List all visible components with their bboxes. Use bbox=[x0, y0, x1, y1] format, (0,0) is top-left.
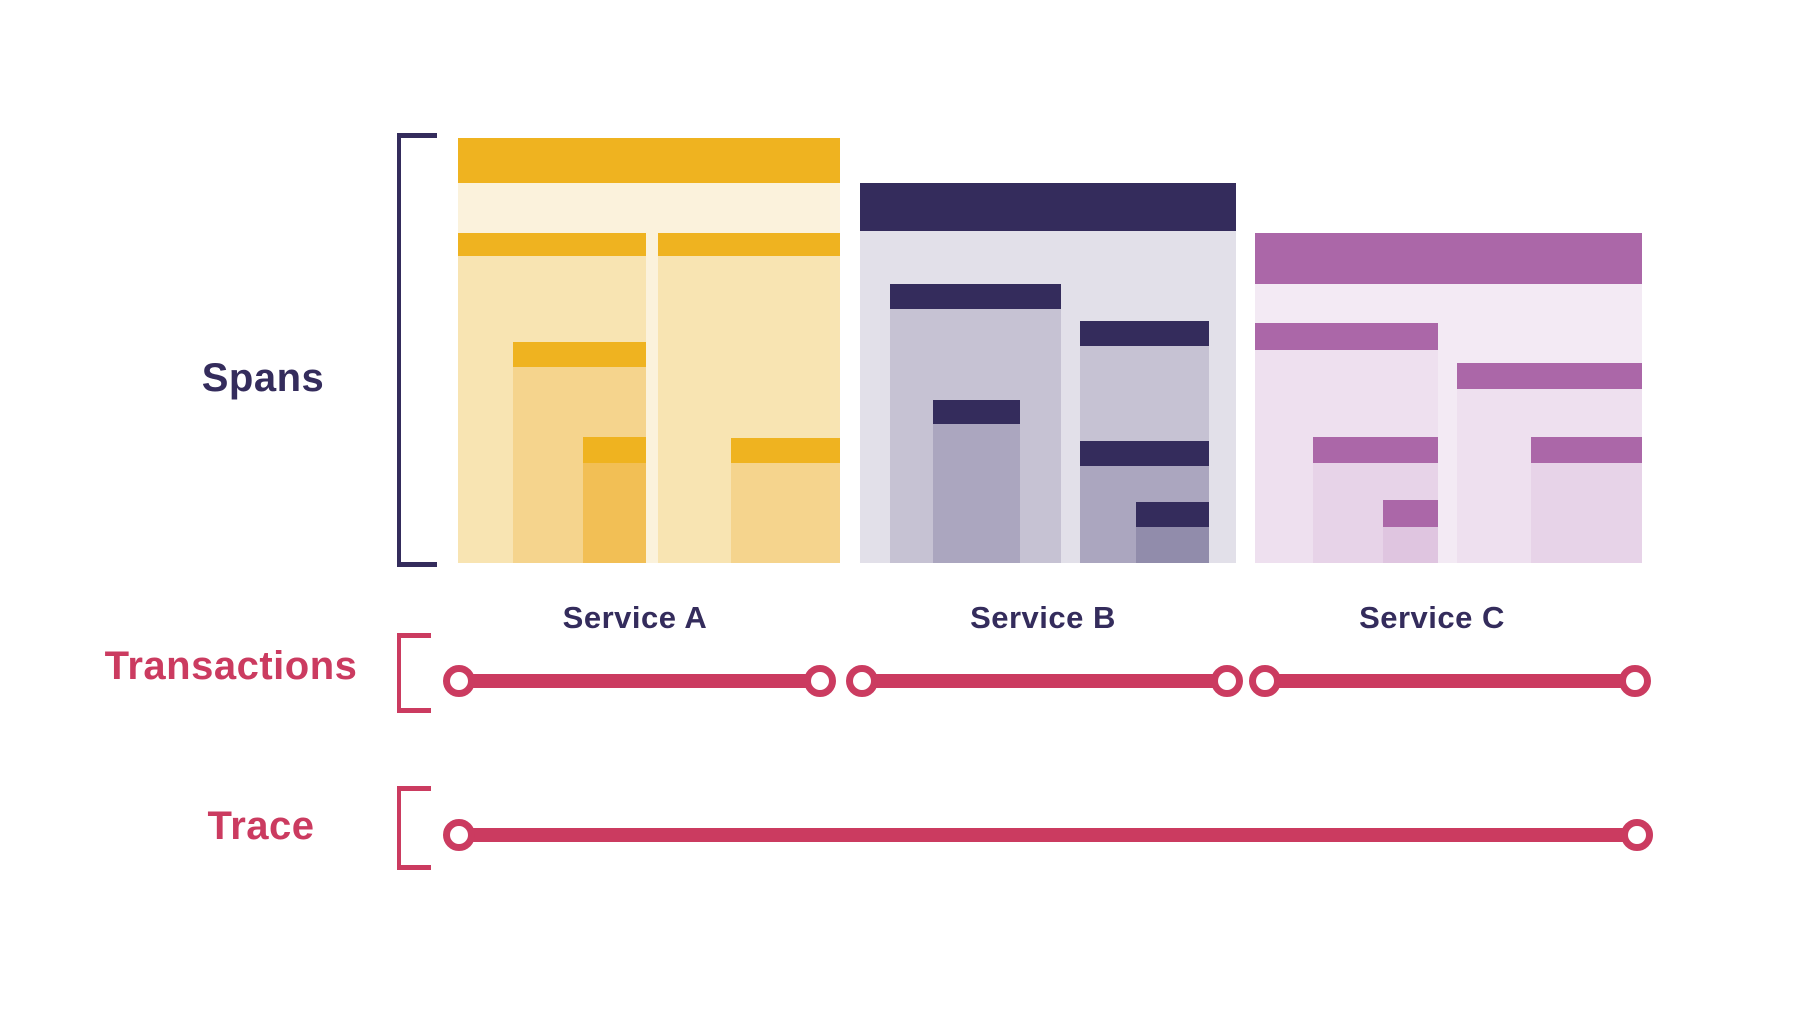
span-header bbox=[1136, 502, 1209, 527]
span-header bbox=[890, 284, 1061, 309]
span-header bbox=[1313, 437, 1438, 463]
transaction-a-start-dot bbox=[443, 665, 475, 697]
span-bar-great-grandchild bbox=[583, 437, 646, 563]
span-header bbox=[1255, 323, 1438, 350]
transaction-line-service-c bbox=[1265, 674, 1635, 688]
trace-bracket bbox=[397, 786, 431, 870]
span-header bbox=[1383, 500, 1438, 527]
span-header bbox=[731, 438, 840, 463]
transaction-line-service-a bbox=[459, 674, 820, 688]
span-header bbox=[658, 233, 840, 256]
transactions-bracket bbox=[397, 633, 431, 713]
span-body bbox=[731, 463, 840, 563]
span-bar-grandchild bbox=[933, 400, 1020, 563]
service-b-span-block bbox=[860, 183, 1236, 563]
transaction-c-end-dot bbox=[1619, 665, 1651, 697]
trace-start-dot bbox=[443, 819, 475, 851]
spans-bracket bbox=[397, 133, 437, 567]
span-bar-grandchild bbox=[731, 438, 840, 563]
span-header bbox=[1531, 437, 1642, 463]
span-bar-great-grandchild bbox=[1136, 502, 1209, 563]
trace-line bbox=[459, 828, 1637, 842]
transaction-line-service-b bbox=[862, 674, 1227, 688]
span-header bbox=[583, 437, 646, 463]
transaction-b-start-dot bbox=[846, 665, 878, 697]
trace-end-dot bbox=[1621, 819, 1653, 851]
span-header bbox=[1080, 321, 1209, 346]
span-header bbox=[458, 138, 840, 183]
span-body bbox=[583, 463, 646, 563]
transaction-a-end-dot bbox=[804, 665, 836, 697]
span-bar-grandchild bbox=[1531, 437, 1642, 563]
span-bar-great-grandchild bbox=[1383, 500, 1438, 563]
service-a-label: Service A bbox=[562, 600, 708, 635]
span-header bbox=[458, 233, 646, 256]
transaction-c-start-dot bbox=[1249, 665, 1281, 697]
service-a-span-block bbox=[458, 138, 840, 563]
service-b-label: Service B bbox=[970, 600, 1116, 635]
service-c-span-block bbox=[1255, 233, 1642, 563]
span-header bbox=[1080, 441, 1209, 466]
spans-row-label: Spans bbox=[201, 356, 325, 400]
service-c-label: Service C bbox=[1359, 600, 1505, 635]
span-header bbox=[513, 342, 646, 367]
span-body bbox=[1531, 463, 1642, 563]
transaction-b-end-dot bbox=[1211, 665, 1243, 697]
span-header bbox=[1457, 363, 1642, 389]
span-header bbox=[860, 183, 1236, 231]
span-body bbox=[933, 424, 1020, 563]
span-body bbox=[1383, 527, 1438, 563]
span-body bbox=[1136, 527, 1209, 563]
span-header bbox=[1255, 233, 1642, 284]
trace-row-label: Trace bbox=[207, 804, 315, 848]
transactions-row-label: Transactions bbox=[104, 644, 358, 688]
span-header bbox=[933, 400, 1020, 424]
